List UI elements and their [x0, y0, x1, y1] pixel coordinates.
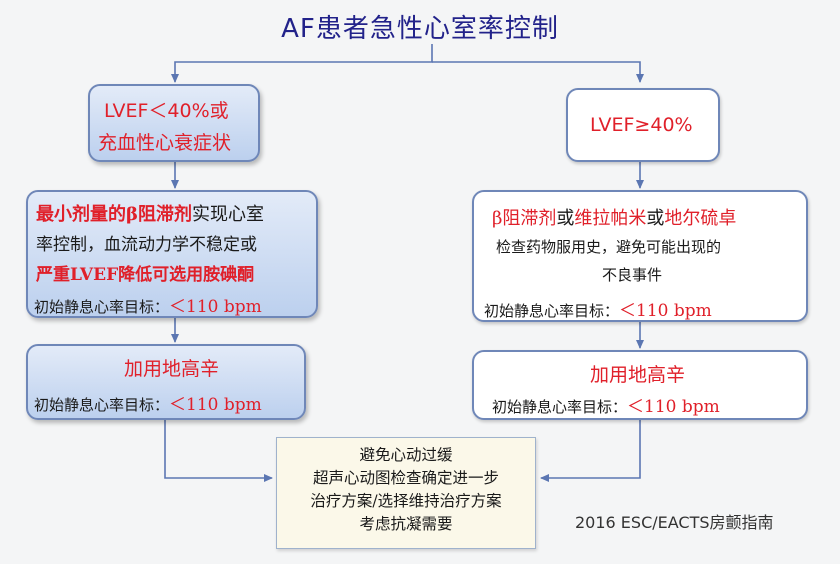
left-step1-box: 最小剂量的β阻滞剂实现心室 率控制，血流动力学不稳定或 严重LVEF降低可选用胺…	[26, 190, 318, 318]
left-step1-target: 初始静息心率目标：＜110 bpm	[34, 292, 262, 317]
left-step2-target-label: 初始静息心率目标：	[34, 396, 170, 414]
left-step1-line2: 率控制，血流动力学不稳定或	[36, 235, 257, 255]
left-condition-box: LVEF＜40%或 充血性心衰症状	[88, 84, 260, 162]
right-step1-target: 初始静息心率目标：＜110 bpm	[484, 296, 712, 321]
arrow-right-to-final	[540, 420, 641, 482]
right-step2-box: 加用地高辛 初始静息心率目标：＜110 bpm	[472, 350, 808, 420]
source-citation: 2016 ESC/EACTS房颤指南	[575, 513, 774, 532]
left-step1-line1: 最小剂量的β阻滞剂实现心室	[36, 200, 264, 226]
right-step2-drug: 加用地高辛	[590, 364, 686, 386]
final-recommendation-box: 避免心动过缓 超声心动图检查确定进一步 治疗方案/选择维持治疗方案 考虑抗凝需要	[276, 437, 536, 549]
right-step1-line1: β阻滞剂或维拉帕米或地尔硫卓	[492, 204, 736, 230]
left-step1-target-label: 初始静息心率目标：	[34, 298, 170, 316]
left-step2-box: 加用地高辛 初始静息心率目标：＜110 bpm	[26, 344, 306, 420]
right-step1-box: β阻滞剂或维拉帕米或地尔硫卓 检查药物服用史，避免可能出现的 不良事件 初始静息…	[472, 190, 808, 322]
right-step2-target-value: ＜110 bpm	[627, 397, 720, 417]
left-step2-target-value: ＜110 bpm	[169, 395, 262, 415]
right-step1-drug-c: 地尔硫卓	[664, 208, 737, 229]
left-step1-line3: 严重LVEF降低可选用胺碘酮	[36, 265, 255, 285]
final-line-1: 避免心动过缓	[359, 446, 453, 464]
final-line-4: 考虑抗凝需要	[359, 515, 453, 533]
right-step1-target-label: 初始静息心率目标：	[484, 302, 620, 320]
final-line-2: 超声心动图检查确定进一步	[312, 469, 499, 487]
arrow-to-right-branch	[432, 61, 644, 83]
right-step1-note2: 不良事件	[602, 266, 663, 284]
right-step1-note1: 检查药物服用史，避免可能出现的	[496, 238, 722, 256]
right-step2-target-label: 初始静息心率目标：	[492, 398, 628, 416]
left-step1-target-value: ＜110 bpm	[169, 297, 262, 317]
diagram-title: AF患者急性心室率控制	[281, 14, 559, 44]
left-condition-line1: LVEF＜40%或	[104, 100, 229, 122]
arrow-left-to-final	[164, 420, 273, 482]
right-step1-or-a: 或	[556, 208, 575, 229]
right-condition: LVEF≥40%	[590, 114, 693, 136]
left-condition-line2: 充血性心衰症状	[98, 132, 232, 154]
right-step1-target-value: ＜110 bpm	[619, 301, 712, 321]
right-step1-drug-a: β阻滞剂	[492, 208, 557, 229]
right-step1-or-b: 或	[646, 208, 665, 229]
right-condition-box: LVEF≥40%	[566, 88, 720, 162]
right-step1-drug-b: 维拉帕米	[574, 208, 647, 229]
arrow-to-left-branch	[171, 44, 433, 83]
left-step2-target: 初始静息心率目标：＜110 bpm	[34, 390, 262, 415]
final-line-3: 治疗方案/选择维持治疗方案	[310, 492, 502, 510]
left-step1-drug: 最小剂量的β阻滞剂	[36, 204, 192, 225]
right-step2-target: 初始静息心率目标：＜110 bpm	[492, 392, 720, 417]
left-step2-drug: 加用地高辛	[124, 358, 220, 380]
left-step1-text1: 实现心室	[191, 204, 264, 225]
